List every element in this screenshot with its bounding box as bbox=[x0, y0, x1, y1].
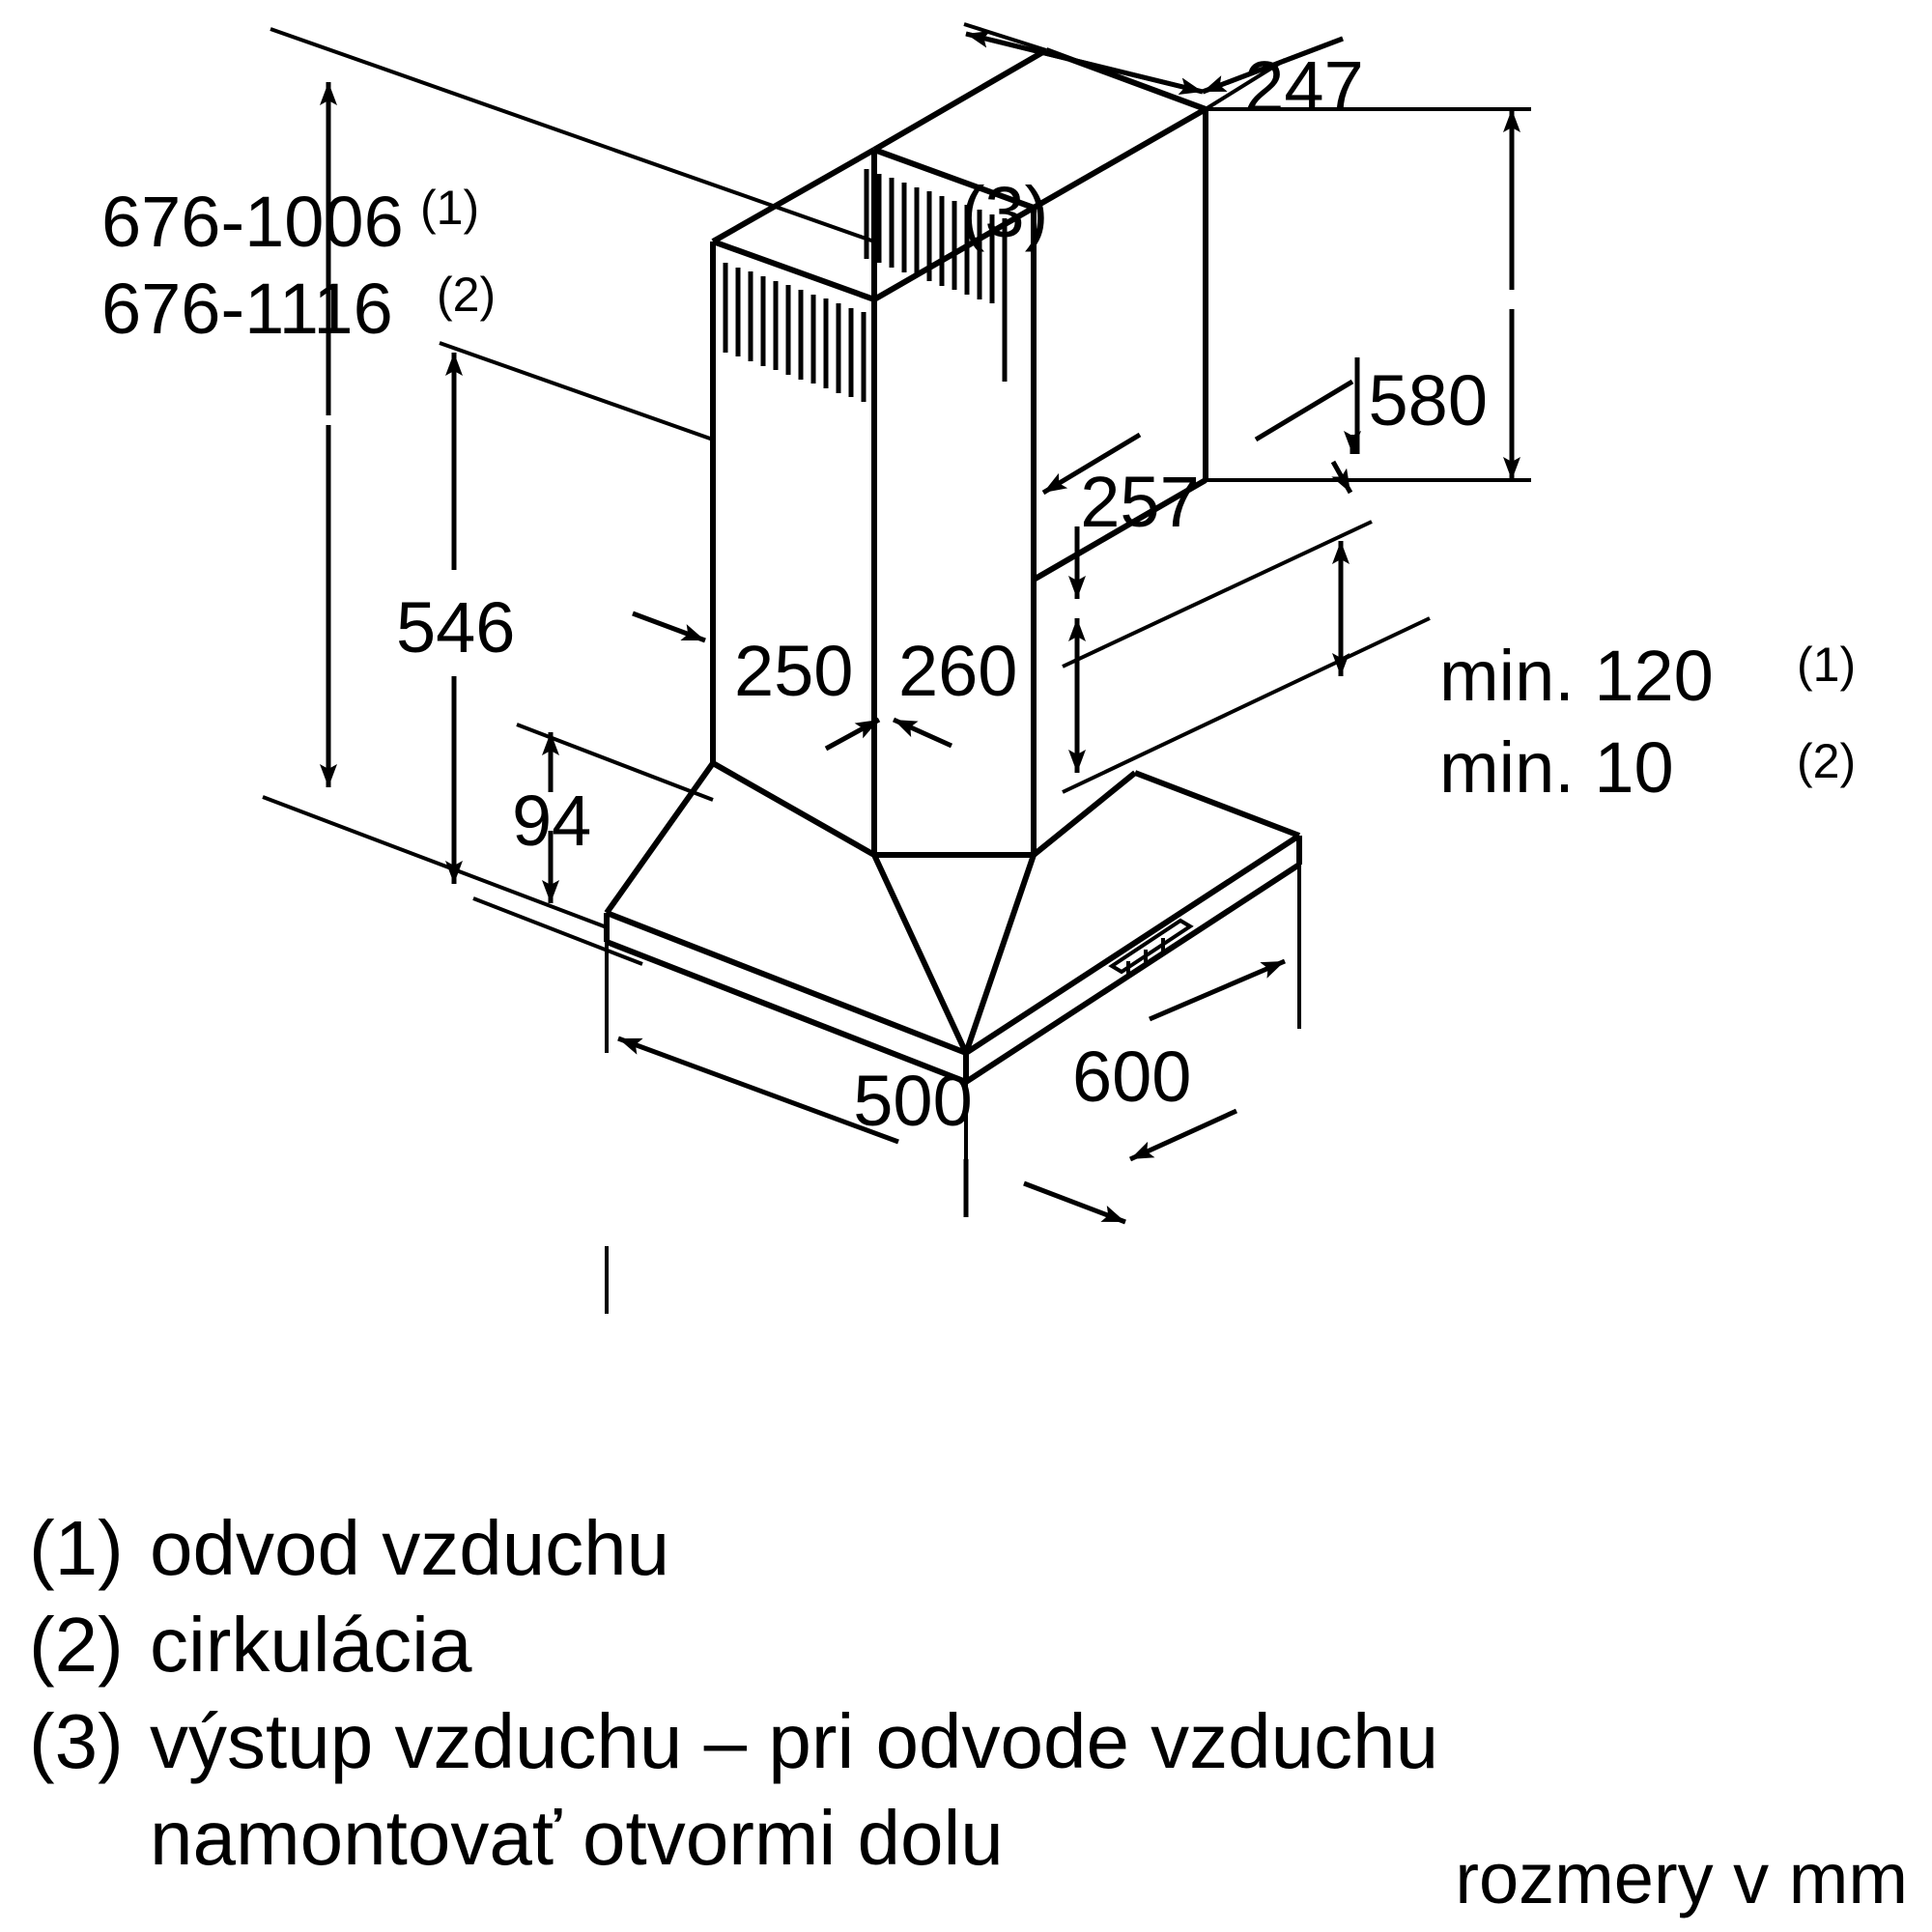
legend-item-3-text-cont: namontovať otvormi dolu bbox=[150, 1795, 1004, 1881]
dimension-500: 500 bbox=[605, 942, 1126, 1314]
dimension-94: 94 bbox=[512, 723, 714, 903]
air-outlet-grille-lower bbox=[723, 263, 867, 402]
dimension-min120-ref: (1) bbox=[1797, 638, 1856, 692]
dimension-257-label: 257 bbox=[1080, 462, 1199, 542]
dimension-247: 247 bbox=[963, 22, 1364, 127]
hood-body-outline bbox=[604, 47, 1302, 1085]
dimension-height-recirc-ref: (2) bbox=[437, 268, 496, 322]
legend-item-2-marker: (2) bbox=[29, 1602, 124, 1688]
dimension-height-exhaust-ref: (1) bbox=[420, 181, 479, 235]
dimension-min10-label: min. 10 bbox=[1439, 727, 1674, 808]
legend-item-3-marker: (3) bbox=[29, 1698, 124, 1784]
control-panel bbox=[1108, 918, 1194, 975]
dimension-min10-ref: (2) bbox=[1797, 734, 1856, 788]
dimension-height-recirc-label: 676-1116 bbox=[101, 269, 393, 349]
dimension-min-clearance: min. 120 (1) min. 10 (2) bbox=[1062, 520, 1856, 808]
callout-3-label: (3) bbox=[961, 172, 1048, 252]
dimension-250: 250 bbox=[632, 611, 853, 711]
units-note: rozmery v mm bbox=[1455, 1838, 1908, 1918]
dimension-500-label: 500 bbox=[853, 1061, 972, 1141]
dimension-546: 546 bbox=[396, 341, 714, 966]
legend-item-2-text: cirkulácia bbox=[150, 1602, 472, 1688]
callout-air-outlet: (3) bbox=[961, 172, 1048, 382]
legend-item-1-text: odvod vzduchu bbox=[150, 1505, 669, 1591]
dimension-94-label: 94 bbox=[512, 781, 591, 861]
dimension-overall-height: 676-1006 (1) 676-1116 (2) bbox=[101, 27, 875, 929]
dimension-247-label: 247 bbox=[1244, 46, 1363, 127]
dimension-260-label: 260 bbox=[898, 631, 1017, 711]
dimension-580: 580 bbox=[1206, 107, 1531, 482]
dimension-min120-label: min. 120 bbox=[1439, 636, 1714, 716]
dimension-257: 257 bbox=[1041, 357, 1361, 542]
dimension-546-label: 546 bbox=[396, 587, 515, 668]
dimension-600: 600 bbox=[963, 865, 1301, 1212]
dimension-250-label: 250 bbox=[734, 631, 853, 711]
legend-item-1-marker: (1) bbox=[29, 1505, 124, 1591]
air-outlet-grille-upper bbox=[864, 169, 1008, 308]
dimension-260: 260 bbox=[824, 631, 1017, 752]
dimension-600-label: 600 bbox=[1072, 1037, 1191, 1117]
legend-item-3-text: výstup vzduchu – pri odvode vzduchu bbox=[150, 1698, 1438, 1784]
dimension-height-exhaust-label: 676-1006 bbox=[101, 182, 404, 262]
dimension-580-label: 580 bbox=[1369, 360, 1488, 440]
legend: (1) odvod vzduchu (2) cirkulácia (3) výs… bbox=[29, 1505, 1438, 1881]
